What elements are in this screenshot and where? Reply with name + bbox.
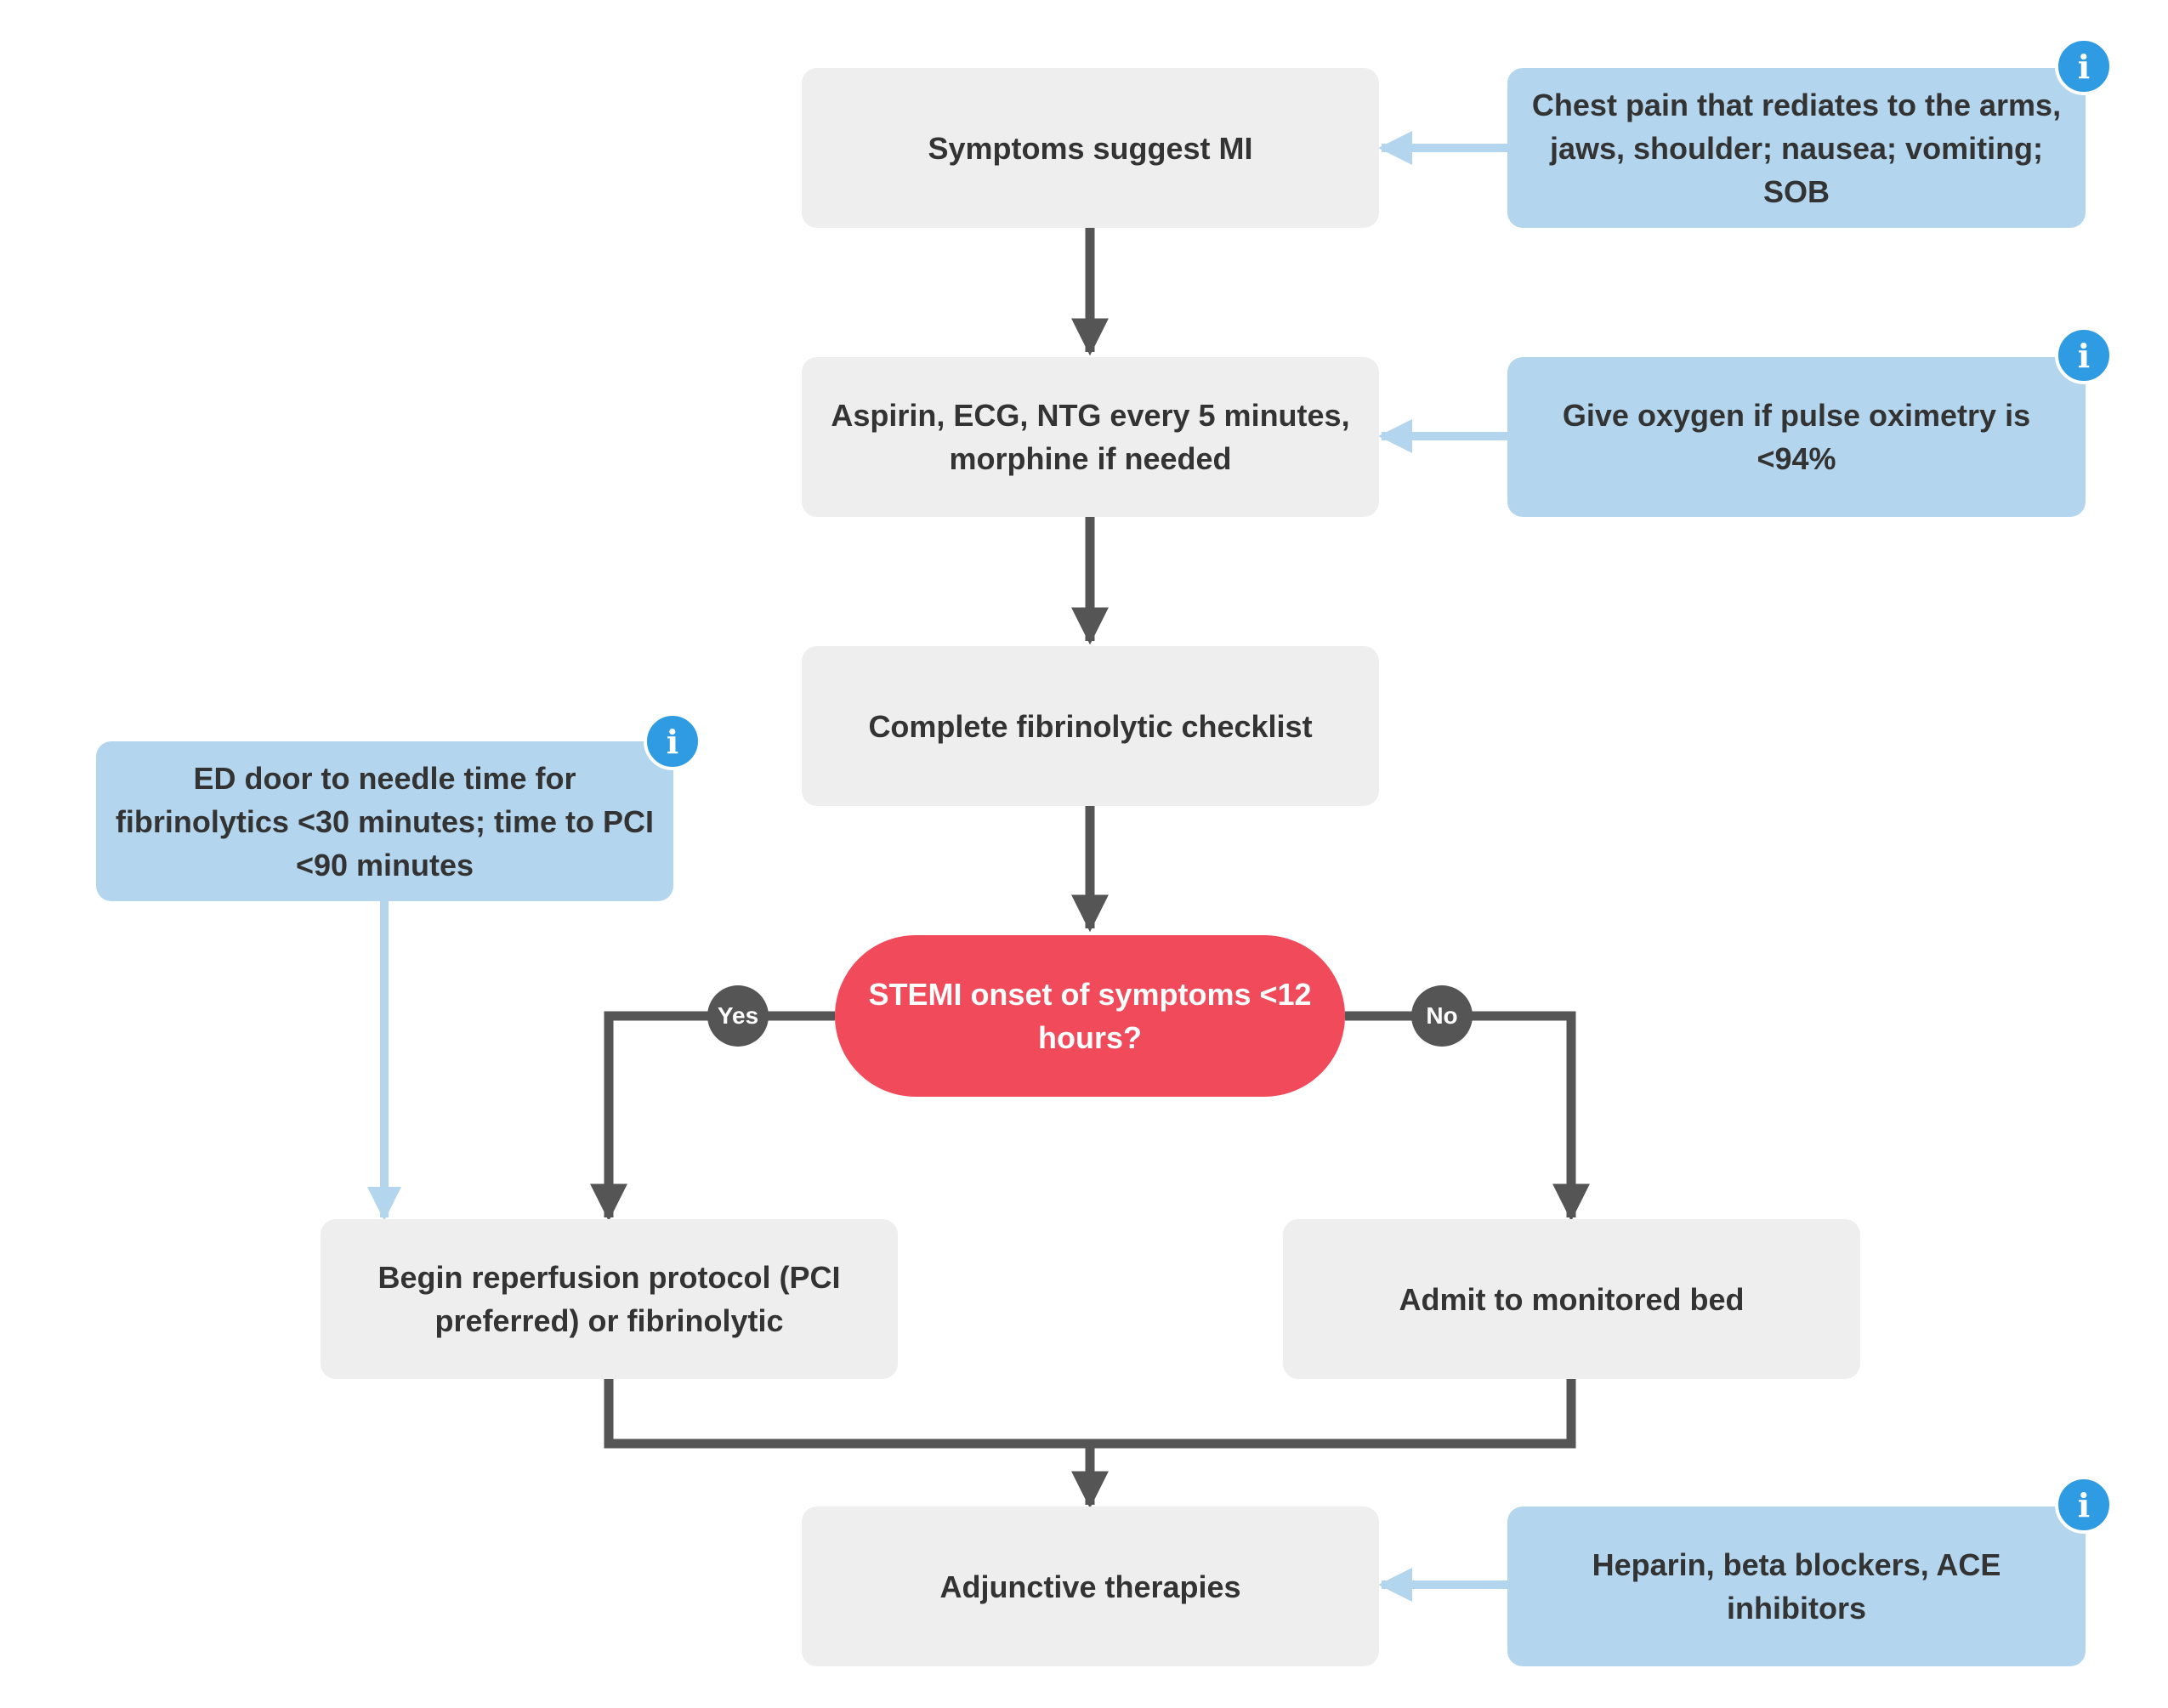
step-adjunctive-label: Adjunctive therapies — [939, 1569, 1241, 1604]
info-icon-glyph: i — [2077, 47, 2091, 86]
note-chest-pain-text: Chest pain that rediates to the arms, ja… — [1531, 87, 2062, 209]
step-reperfusion-label: Begin reperfusion protocol (PCI preferre… — [377, 1260, 841, 1338]
step-aspirin: Aspirin, ECG, NTG every 5 minutes, morph… — [802, 357, 1379, 517]
yes-branch-badge: Yes — [707, 985, 769, 1047]
step-reperfusion: Begin reperfusion protocol (PCI preferre… — [321, 1219, 898, 1379]
info-icon-glyph: i — [2077, 336, 2091, 375]
decision-question: STEMI onset of symptoms <12 hours? — [868, 977, 1312, 1055]
step-aspirin-label: Aspirin, ECG, NTG every 5 minutes, morph… — [831, 398, 1350, 476]
info-icon[interactable]: i — [2055, 1476, 2113, 1534]
arrow-yes-branch — [590, 1011, 835, 1222]
note-oxygen-text: Give oxygen if pulse oximetry is <94% — [1562, 398, 2031, 476]
info-icon-glyph: i — [2077, 1485, 2091, 1524]
yes-label: Yes — [717, 1002, 759, 1029]
info-icon[interactable]: i — [2055, 326, 2113, 384]
info-icon[interactable]: i — [644, 712, 701, 770]
step-symptoms: Symptoms suggest MI — [802, 68, 1379, 228]
no-label: No — [1426, 1002, 1458, 1029]
step-symptoms-label: Symptoms suggest MI — [928, 130, 1253, 166]
step-admit-label: Admit to monitored bed — [1399, 1281, 1745, 1317]
info-icon[interactable]: i — [2055, 37, 2113, 95]
note-chest-pain: Chest pain that rediates to the arms, ja… — [1507, 68, 2086, 228]
arrow-no-branch — [1345, 1011, 1590, 1222]
info-icon-glyph: i — [666, 722, 679, 761]
step-checklist-label: Complete fibrinolytic checklist — [868, 708, 1313, 744]
note-heparin: Heparin, beta blockers, ACE inhibitors — [1507, 1507, 2086, 1666]
note-heparin-text: Heparin, beta blockers, ACE inhibitors — [1592, 1547, 2001, 1626]
decision-stemi: STEMI onset of symptoms <12 hours? — [835, 935, 1345, 1097]
step-checklist: Complete fibrinolytic checklist — [802, 646, 1379, 806]
step-adjunctive: Adjunctive therapies — [802, 1507, 1379, 1666]
step-admit: Admit to monitored bed — [1283, 1219, 1860, 1379]
note-door-to-needle: ED door to needle time for fibrinolytics… — [96, 741, 673, 901]
note-door-to-needle-text: ED door to needle time for fibrinolytics… — [115, 760, 655, 882]
merge-connector — [604, 1379, 1576, 1449]
no-branch-badge: No — [1411, 985, 1473, 1047]
note-oxygen: Give oxygen if pulse oximetry is <94% — [1507, 357, 2086, 517]
